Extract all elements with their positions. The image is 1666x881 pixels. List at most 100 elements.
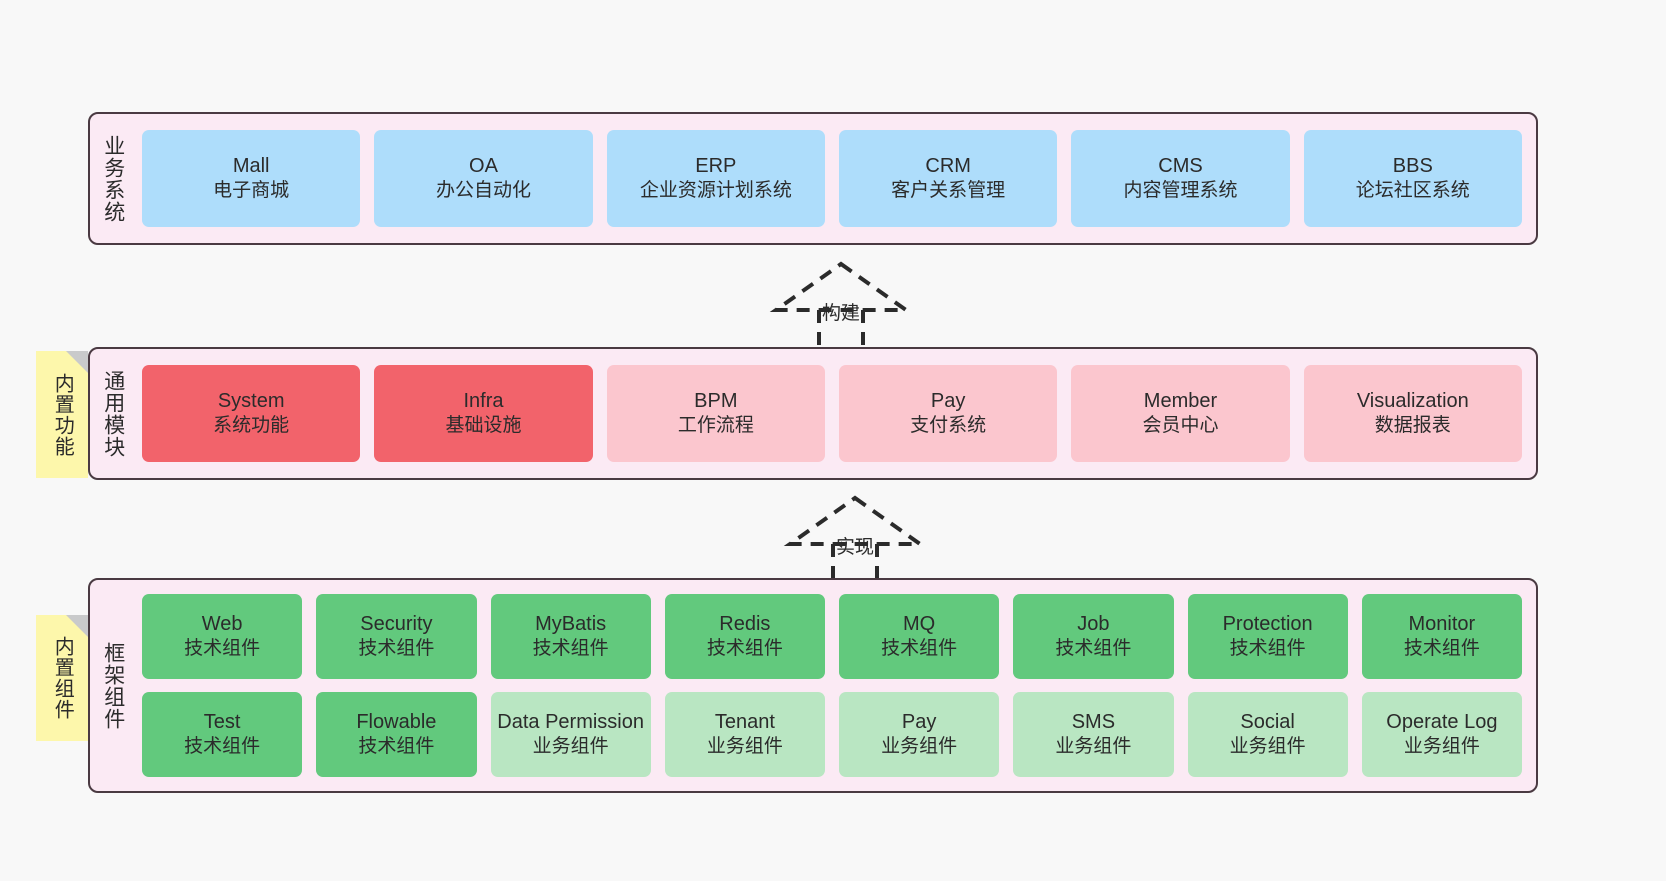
card-subtitle: 企业资源计划系统 (639, 180, 792, 202)
sticky-note-builtin-components: 内置组件 (36, 615, 88, 741)
card-title: MQ (903, 612, 936, 635)
card-title: Protection (1222, 612, 1313, 635)
card-title: Pay (901, 710, 937, 733)
card-oa[interactable]: OA 办公自动化 (374, 130, 593, 227)
card-title: Monitor (1408, 612, 1476, 635)
card-cms[interactable]: CMS 内容管理系统 (1071, 130, 1290, 227)
card-subtitle: 技术组件 (358, 638, 435, 660)
card-title: Flowable (356, 710, 437, 733)
card-subtitle: 技术组件 (1055, 638, 1132, 660)
framework-row-business: Test 技术组件 Flowable 技术组件 Data Permission … (142, 692, 1522, 777)
card-system[interactable]: System 系统功能 (142, 365, 361, 462)
sticky-note-label: 内置功能 (51, 372, 74, 457)
card-title: Operate Log (1386, 710, 1498, 733)
card-subtitle: 会员中心 (1142, 415, 1219, 437)
card-title: Infra (463, 389, 504, 412)
card-social[interactable]: Social 业务组件 (1187, 692, 1348, 777)
card-title: CRM (925, 154, 971, 177)
card-title: Redis (719, 612, 771, 635)
card-redis[interactable]: Redis 技术组件 (664, 594, 825, 679)
card-member[interactable]: Member 会员中心 (1071, 365, 1290, 462)
card-subtitle: 办公自动化 (435, 180, 531, 202)
card-mq[interactable]: MQ 技术组件 (839, 594, 1000, 679)
card-title: SMS (1071, 710, 1116, 733)
card-subtitle: 电子商城 (213, 180, 290, 202)
card-job[interactable]: Job 技术组件 (1013, 594, 1174, 679)
card-subtitle: 技术组件 (184, 736, 261, 758)
layer-business-systems: 业务系统 Mall 电子商城 OA 办公自动化 ERP 企业资源计划系统 CRM… (88, 112, 1538, 245)
card-mybatis[interactable]: MyBatis 技术组件 (490, 594, 651, 679)
card-sms[interactable]: SMS 业务组件 (1013, 692, 1174, 777)
card-title: ERP (695, 154, 737, 177)
layer-modules-body: System 系统功能 Infra 基础设施 BPM 工作流程 Pay 支付系统… (136, 349, 1536, 478)
layer-framework-body: Web 技术组件 Security 技术组件 MyBatis 技术组件 Redi… (136, 580, 1536, 791)
card-subtitle: 技术组件 (881, 638, 958, 660)
card-title: System (217, 389, 285, 412)
card-security[interactable]: Security 技术组件 (316, 594, 477, 679)
card-subtitle: 技术组件 (358, 736, 435, 758)
card-protection[interactable]: Protection 技术组件 (1187, 594, 1348, 679)
connector-implement-arrow: 实现 (770, 492, 940, 588)
card-subtitle: 论坛社区系统 (1355, 180, 1470, 202)
card-erp[interactable]: ERP 企业资源计划系统 (606, 130, 825, 227)
card-subtitle: 业务组件 (532, 736, 609, 758)
card-tenant[interactable]: Tenant 业务组件 (664, 692, 825, 777)
card-subtitle: 技术组件 (532, 638, 609, 660)
card-title: Tenant (714, 710, 775, 733)
card-subtitle: 数据报表 (1374, 415, 1451, 437)
card-operate-log[interactable]: Operate Log 业务组件 (1361, 692, 1522, 777)
card-subtitle: 业务组件 (1055, 736, 1132, 758)
card-subtitle: 业务组件 (881, 736, 958, 758)
framework-row-technical: Web 技术组件 Security 技术组件 MyBatis 技术组件 Redi… (142, 594, 1522, 679)
card-subtitle: 客户关系管理 (891, 180, 1006, 202)
card-pay-module[interactable]: Pay 支付系统 (838, 365, 1058, 462)
card-pay-component[interactable]: Pay 业务组件 (839, 692, 1000, 777)
card-subtitle: 技术组件 (1403, 638, 1480, 660)
card-title: Security (360, 612, 433, 635)
card-crm[interactable]: CRM 客户关系管理 (838, 130, 1058, 227)
sticky-note-builtin-features: 内置功能 (36, 351, 88, 478)
layer-framework-title: 框架组件 (101, 641, 125, 730)
card-subtitle: 工作流程 (677, 415, 754, 437)
card-title: CMS (1158, 154, 1203, 177)
card-title: Visualization (1356, 389, 1469, 412)
layer-business-body: Mall 电子商城 OA 办公自动化 ERP 企业资源计划系统 CRM 客户关系… (136, 114, 1536, 243)
card-subtitle: 技术组件 (1229, 638, 1306, 660)
card-bpm[interactable]: BPM 工作流程 (606, 365, 825, 462)
card-visualization[interactable]: Visualization 数据报表 (1303, 365, 1522, 462)
framework-grid: Web 技术组件 Security 技术组件 MyBatis 技术组件 Redi… (142, 594, 1522, 777)
card-monitor[interactable]: Monitor 技术组件 (1361, 594, 1522, 679)
card-infra[interactable]: Infra 基础设施 (374, 365, 593, 462)
card-subtitle: 内容管理系统 (1123, 180, 1238, 202)
card-title: Job (1077, 612, 1110, 635)
card-title: Web (201, 612, 243, 635)
card-title: Member (1143, 389, 1218, 412)
card-web[interactable]: Web 技术组件 (142, 594, 303, 679)
card-subtitle: 技术组件 (184, 638, 261, 660)
card-subtitle: 基础设施 (445, 415, 522, 437)
card-mall[interactable]: Mall 电子商城 (142, 130, 361, 227)
card-subtitle: 业务组件 (706, 736, 783, 758)
card-title: Data Permission (497, 710, 644, 733)
card-subtitle: 技术组件 (706, 638, 783, 660)
card-title: Mall (232, 154, 270, 177)
card-flowable[interactable]: Flowable 技术组件 (316, 692, 477, 777)
card-subtitle: 支付系统 (910, 415, 987, 437)
connector-build-arrow: 构建 (756, 258, 926, 354)
card-data-permission[interactable]: Data Permission 业务组件 (490, 692, 651, 777)
business-card-row: Mall 电子商城 OA 办公自动化 ERP 企业资源计划系统 CRM 客户关系… (142, 130, 1522, 227)
layer-common-modules: 通用模块 System 系统功能 Infra 基础设施 BPM 工作流程 Pay… (88, 347, 1538, 480)
sticky-note-label: 内置组件 (51, 636, 74, 720)
card-title: OA (469, 154, 498, 177)
card-title: Test (203, 710, 241, 733)
card-title: BBS (1392, 154, 1433, 177)
modules-card-row: System 系统功能 Infra 基础设施 BPM 工作流程 Pay 支付系统… (142, 365, 1522, 462)
card-title: MyBatis (535, 612, 607, 635)
card-subtitle: 系统功能 (213, 415, 290, 437)
card-test[interactable]: Test 技术组件 (142, 692, 303, 777)
card-title: BPM (694, 389, 738, 412)
card-subtitle: 业务组件 (1403, 736, 1480, 758)
card-subtitle: 业务组件 (1229, 736, 1306, 758)
layer-framework-components: 框架组件 Web 技术组件 Security 技术组件 MyBatis 技术组件… (88, 578, 1538, 793)
card-bbs[interactable]: BBS 论坛社区系统 (1303, 130, 1522, 227)
